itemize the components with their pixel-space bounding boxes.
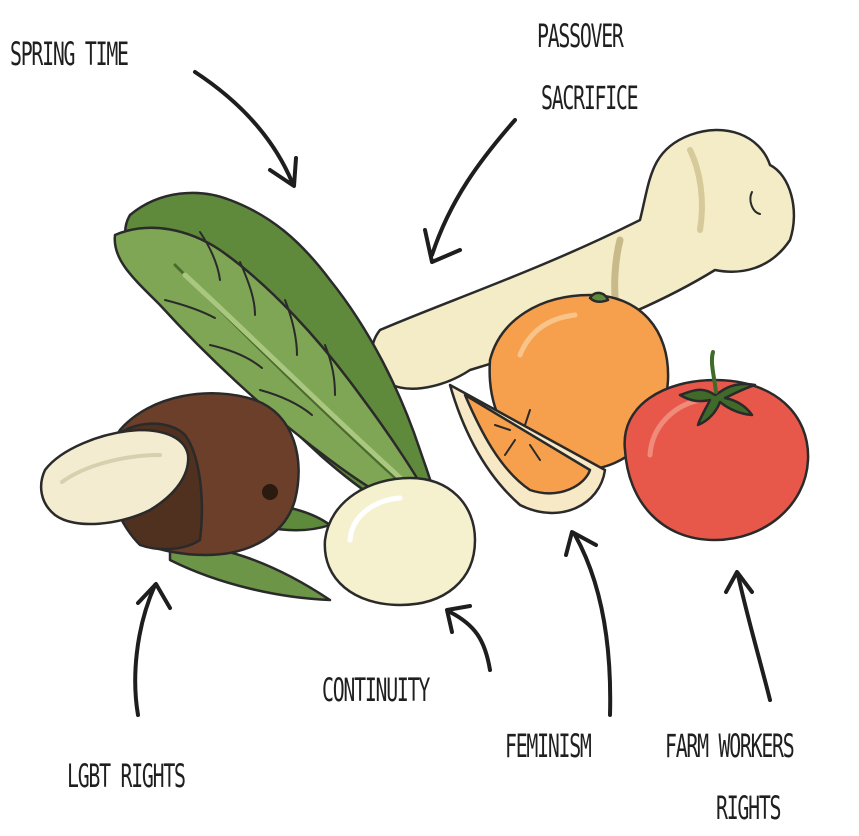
label-farm-workers-line1: FARM WORKERS [665, 730, 793, 762]
arrow-spring-time [195, 72, 296, 186]
arrow-lgbt-rights [135, 584, 170, 715]
arrow-feminism [566, 532, 610, 715]
coconut-icon [41, 393, 298, 555]
label-spring-time: SPRING TIME [10, 38, 128, 70]
arrow-passover [425, 120, 515, 262]
arrow-farm-workers [726, 572, 770, 700]
label-farm-workers-line2: RIGHTS [716, 792, 780, 824]
label-lgbt-rights: LGBT RIGHTS [67, 760, 185, 792]
egg-icon [325, 478, 475, 605]
label-feminism: FEMINISM [505, 730, 591, 762]
label-continuity: CONTINUITY [322, 674, 429, 706]
label-passover-line1: PASSOVER [537, 20, 623, 52]
arrow-continuity [447, 606, 490, 670]
label-passover-line2: SACRIFICE [541, 82, 637, 114]
